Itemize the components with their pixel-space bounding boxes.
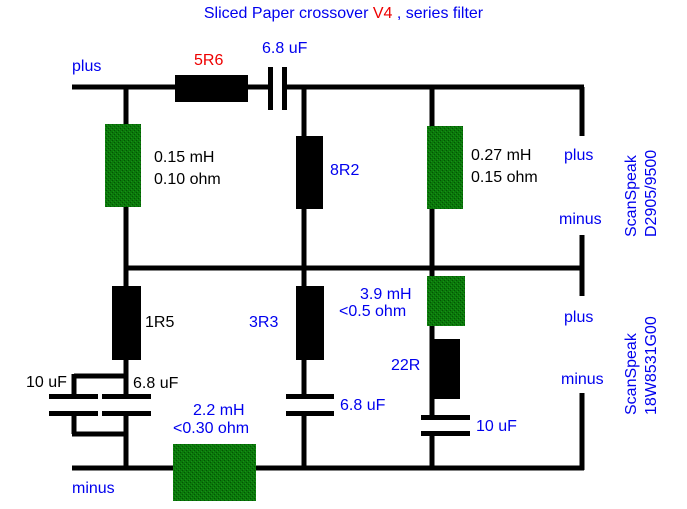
inductor-2-2mh-value: 2.2 mH xyxy=(193,402,245,419)
inductor-0-27mh-resistance: 0.15 ohm xyxy=(471,169,538,186)
capacitor-6-8uf-z2-plate-b xyxy=(286,411,334,416)
capacitor-6-8uf-label: 6.8 uF xyxy=(262,40,308,57)
resistor-5r6-label: 5R6 xyxy=(194,52,224,69)
resistor-3r3 xyxy=(296,286,324,360)
capacitor-10uf-notch-label: 10 uF xyxy=(476,418,517,435)
resistor-22r xyxy=(431,339,460,399)
inductor-0-27mh-value: 0.27 mH xyxy=(471,147,532,164)
resistor-8r2 xyxy=(296,136,323,209)
resistor-1r5-label: 1R5 xyxy=(145,314,175,331)
input-plus-label: plus xyxy=(72,58,102,75)
woofer-plus-label: plus xyxy=(564,309,594,326)
inductor-0-15mh-resistance: 0.10 ohm xyxy=(154,171,221,188)
capacitor-6-8uf-z2-label: 6.8 uF xyxy=(340,397,386,414)
inductor-3-9mh xyxy=(427,276,465,326)
inductor-2-2mh xyxy=(173,444,256,501)
inductor-2-2mh-resistance: <0.30 ohm xyxy=(173,420,250,437)
title-version: V4 xyxy=(372,5,393,22)
inductor-0-15mh-value: 0.15 mH xyxy=(154,149,215,166)
woofer-minus-label: minus xyxy=(561,371,604,388)
resistor-1r5 xyxy=(112,286,141,360)
page-title: Sliced Paper crossover V4 , series filte… xyxy=(0,5,687,23)
capacitor-6-8uf-z1-label: 6.8 uF xyxy=(133,375,179,392)
inductor-0-15mh xyxy=(105,124,141,207)
inductor-0-27mh xyxy=(427,126,463,209)
tweeter-plus-label: plus xyxy=(564,147,594,164)
capacitor-6-8uf-z2-plate-a xyxy=(286,394,334,399)
resistor-5r6 xyxy=(175,75,248,102)
input-minus-label: minus xyxy=(72,480,115,497)
title-suffix: , series filter xyxy=(392,5,484,22)
inductor-3-9mh-resistance: <0.5 ohm xyxy=(339,303,407,320)
resistor-22r-label: 22R xyxy=(391,357,421,374)
capacitor-10uf-z1-label: 10 uF xyxy=(26,374,67,391)
capacitor-6-8uf-plate-a xyxy=(268,67,273,110)
capacitor-6-8uf-z1-plate-b xyxy=(102,411,151,416)
inductor-3-9mh-value: 3.9 mH xyxy=(360,286,412,303)
tweeter-driver-brand: ScanSpeak xyxy=(623,155,640,237)
capacitor-6-8uf-plate-b xyxy=(282,67,287,110)
capacitor-10uf-notch-plate-b xyxy=(421,431,470,436)
capacitor-10uf-notch-plate-a xyxy=(421,415,470,420)
capacitor-10uf-plate-a xyxy=(49,394,98,399)
capacitor-6-8uf-z1-plate-a xyxy=(102,394,151,399)
resistor-3r3-label: 3R3 xyxy=(249,314,279,331)
woofer-driver-brand: ScanSpeak xyxy=(623,333,640,415)
tweeter-minus-label: minus xyxy=(559,211,602,228)
resistor-8r2-label: 8R2 xyxy=(330,162,360,179)
tweeter-driver-model: D2905/9500 xyxy=(643,149,660,237)
capacitor-10uf-plate-b xyxy=(49,411,98,416)
title-prefix: Sliced Paper crossover xyxy=(203,5,373,22)
woofer-driver-model: 18W8531G00 xyxy=(643,316,660,415)
